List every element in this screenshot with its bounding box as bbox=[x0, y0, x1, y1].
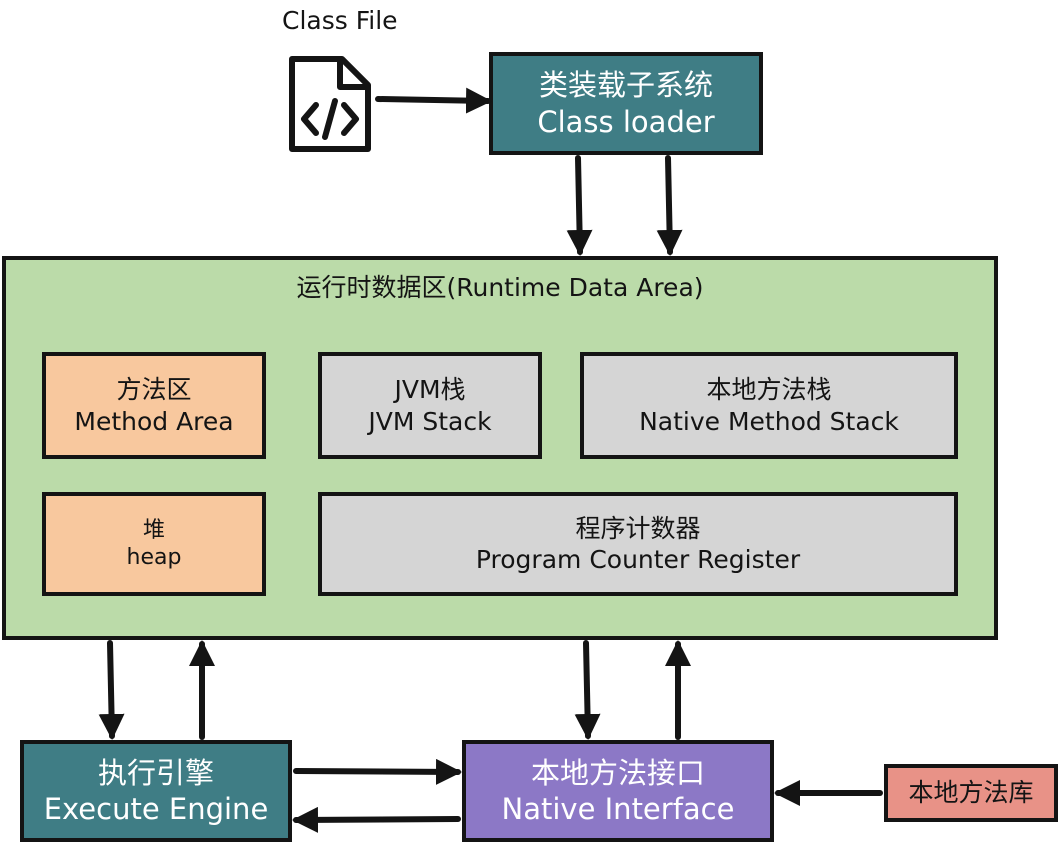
heap-box: 堆 heap bbox=[42, 492, 266, 596]
native-method-stack-en: Native Method Stack bbox=[639, 406, 899, 436]
jvm-stack-box: JVM栈 JVM Stack bbox=[318, 352, 542, 459]
method-area-cn: 方法区 bbox=[116, 375, 192, 405]
arrow-engine-to-interface bbox=[293, 758, 462, 785]
method-area-box: 方法区 Method Area bbox=[42, 352, 266, 459]
heap-en: heap bbox=[126, 545, 182, 570]
class-loader-cn: 类装载子系统 bbox=[538, 68, 713, 103]
runtime-data-area-title: 运行时数据区(Runtime Data Area) bbox=[296, 273, 704, 302]
jvm-stack-cn: JVM栈 bbox=[394, 375, 466, 405]
method-area-en: Method Area bbox=[74, 406, 234, 436]
class-loader-en: Class loader bbox=[537, 104, 715, 139]
execute-engine-en: Execute Engine bbox=[43, 792, 269, 826]
class-file-label: Class File bbox=[282, 6, 398, 35]
native-library-label: 本地方法库 bbox=[908, 778, 1034, 808]
arrow-loader-to-runtime-2 bbox=[656, 155, 683, 256]
jvm-stack-en: JVM Stack bbox=[368, 406, 492, 436]
native-library-box: 本地方法库 bbox=[884, 764, 1058, 822]
native-interface-cn: 本地方法接口 bbox=[530, 755, 705, 790]
native-interface-box: 本地方法接口 Native Interface bbox=[462, 740, 774, 842]
arrow-interface-to-engine bbox=[292, 806, 461, 833]
execute-engine-cn: 执行引擎 bbox=[97, 755, 214, 790]
program-counter-register-cn: 程序计数器 bbox=[575, 513, 701, 543]
native-method-stack-box: 本地方法栈 Native Method Stack bbox=[580, 352, 958, 459]
arrow-runtime-to-interface bbox=[574, 640, 601, 740]
execute-engine-box: 执行引擎 Execute Engine bbox=[20, 740, 292, 842]
program-counter-register-box: 程序计数器 Program Counter Register bbox=[318, 492, 958, 596]
arrow-runtime-to-engine bbox=[98, 640, 125, 740]
code-file-icon bbox=[289, 56, 371, 152]
arrow-classfile-to-loader bbox=[375, 87, 492, 114]
native-interface-en: Native Interface bbox=[501, 792, 735, 826]
arrow-loader-to-runtime-1 bbox=[566, 155, 593, 256]
program-counter-register-en: Program Counter Register bbox=[475, 545, 801, 574]
heap-cn: 堆 bbox=[142, 517, 165, 543]
native-method-stack-cn: 本地方法栈 bbox=[706, 375, 832, 405]
